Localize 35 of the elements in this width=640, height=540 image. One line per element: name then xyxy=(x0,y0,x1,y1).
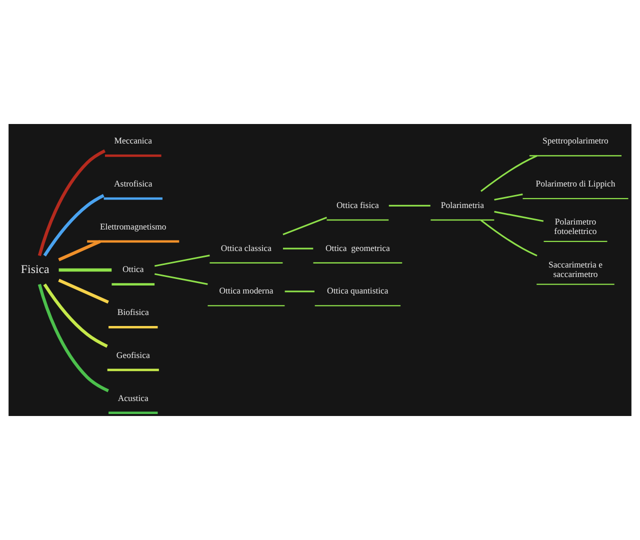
node-text: Astrofisica xyxy=(114,178,152,189)
node-text: Ottica quantistica xyxy=(327,286,388,296)
connector xyxy=(43,194,104,257)
node-text: Ottica classica xyxy=(220,242,272,253)
connector xyxy=(154,254,210,267)
node-text: Polarimetro di Lippich xyxy=(536,178,616,189)
connector xyxy=(494,194,523,201)
node-text: Ottica xyxy=(122,264,144,274)
node-text: Polarimetria xyxy=(440,200,484,210)
node-text: Saccarimetria e saccarimetro xyxy=(548,259,602,279)
connector xyxy=(480,220,538,256)
connector xyxy=(58,268,112,272)
node-text: Meccanica xyxy=(114,136,152,146)
connector xyxy=(58,278,109,304)
node-text: Ottica fisica xyxy=(336,200,379,210)
connector xyxy=(38,149,106,256)
node-text: Elettromagnetismo xyxy=(100,221,166,232)
node-text: Ottica geometrica xyxy=(325,242,390,253)
connector xyxy=(388,204,430,207)
node-text: Geofisica xyxy=(116,350,150,360)
connector xyxy=(494,210,544,222)
connector xyxy=(58,240,101,262)
connector xyxy=(282,216,327,236)
connector xyxy=(43,283,108,348)
node-text: Spettropolarimetro xyxy=(542,136,608,146)
connector xyxy=(154,273,208,285)
node-text: Polarimetro fotoelettrico xyxy=(554,216,597,236)
node-text: Fisica xyxy=(20,262,50,276)
node-text: Biofisica xyxy=(117,307,149,318)
connector xyxy=(284,290,314,292)
node-text: Acustica xyxy=(118,392,148,403)
node-text: Ottica moderna xyxy=(219,286,274,296)
connector xyxy=(480,155,538,192)
connector xyxy=(282,248,314,250)
connector xyxy=(38,284,109,392)
